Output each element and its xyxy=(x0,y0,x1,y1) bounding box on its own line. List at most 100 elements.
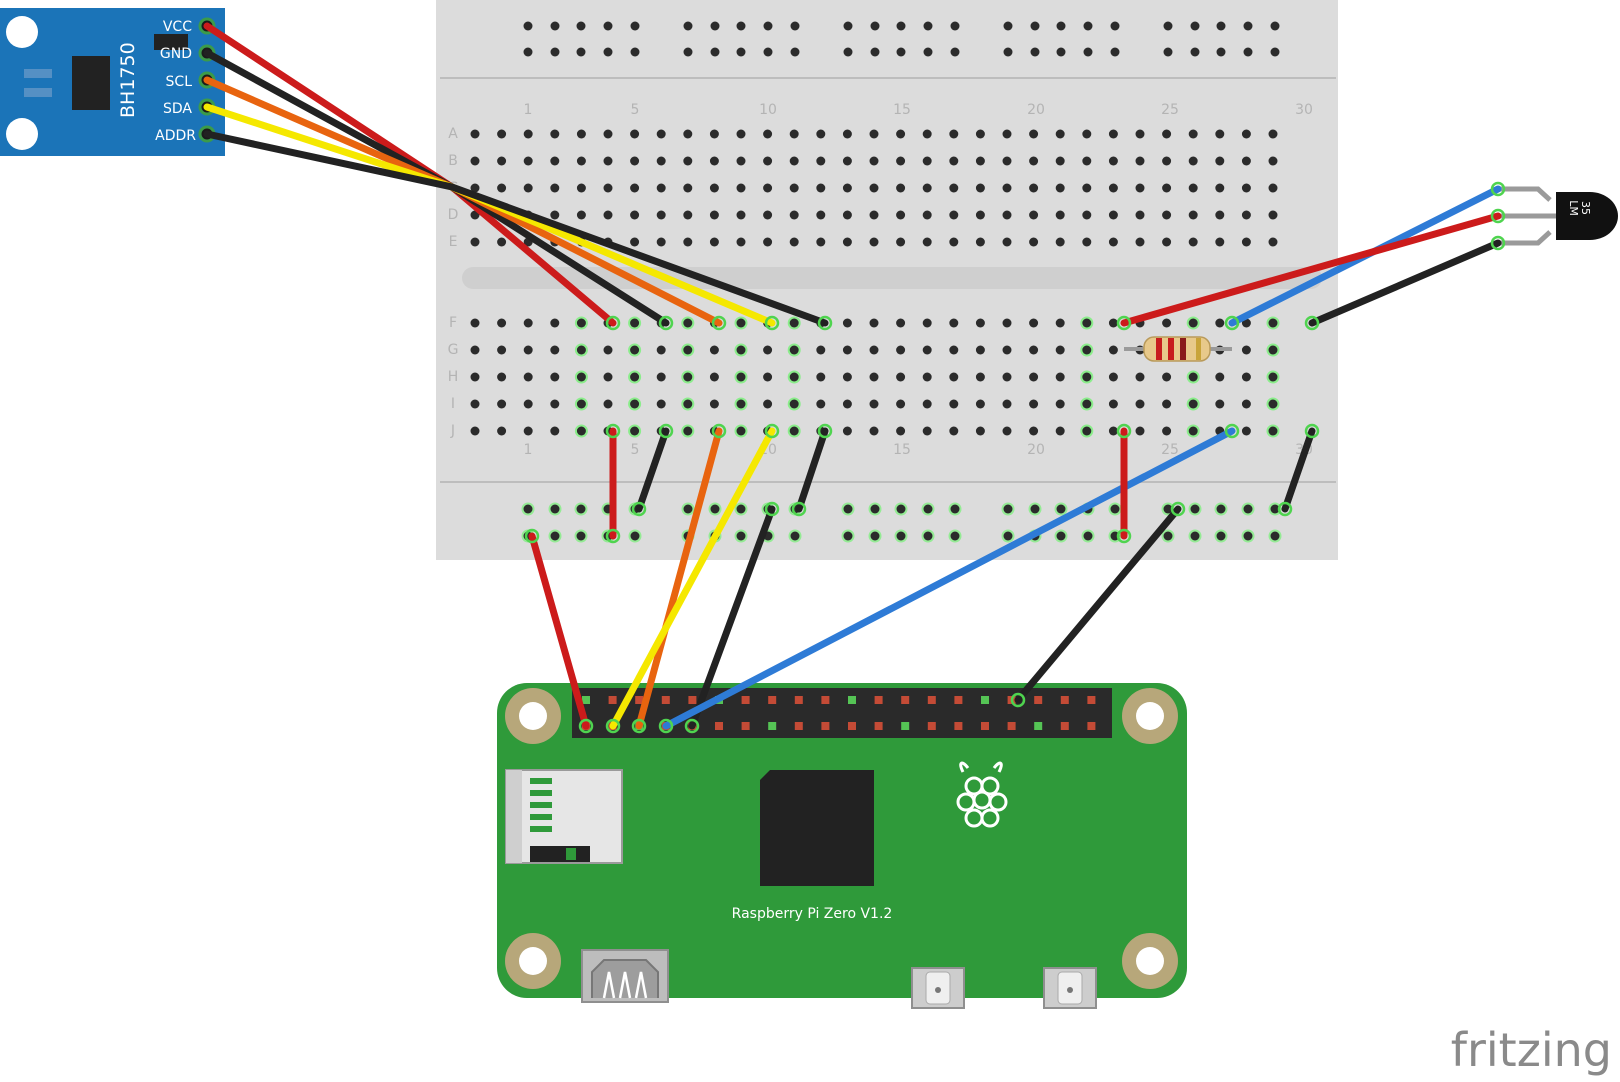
breadboard-hole xyxy=(1055,372,1065,382)
pin-label-sda: SDA xyxy=(163,101,192,117)
wire-end-marker xyxy=(1116,423,1132,439)
wire-lm35-gnd[interactable] xyxy=(1308,239,1502,327)
breadboard-hole xyxy=(1188,210,1198,220)
wire-addr[interactable] xyxy=(203,130,829,327)
wire-end-marker xyxy=(764,315,780,331)
breadboard-hole xyxy=(896,372,906,382)
breadboard-hole xyxy=(709,345,719,355)
rail-hole xyxy=(523,47,533,57)
mounting-hole xyxy=(6,16,38,48)
row-label: J xyxy=(450,423,455,439)
wire-pi-gnd-2[interactable] xyxy=(1014,505,1182,704)
breadboard-hole xyxy=(949,237,959,247)
bh1750-label: BH1750 xyxy=(117,42,139,118)
breadboard-hole xyxy=(1241,426,1251,436)
rail-hole xyxy=(630,531,640,541)
wire-end-marker xyxy=(1170,501,1186,517)
row-label: D xyxy=(448,207,459,223)
mounting-hole xyxy=(6,118,38,150)
rail-hole xyxy=(1270,21,1280,31)
rail-hole xyxy=(550,21,560,31)
breadboard-hole xyxy=(1241,399,1251,409)
breadboard-hole xyxy=(630,426,640,436)
breadboard-hole xyxy=(736,318,746,328)
breadboard-hole xyxy=(630,210,640,220)
breadboard-hole xyxy=(497,237,507,247)
breadboard-hole xyxy=(709,129,719,139)
rail-hole xyxy=(1083,531,1093,541)
breadboard-hole xyxy=(1029,183,1039,193)
rail-hole xyxy=(576,21,586,31)
rail-hole xyxy=(870,531,880,541)
breadboard-hole xyxy=(550,372,560,382)
breadboard-hole xyxy=(630,156,640,166)
gpio-pin xyxy=(794,696,803,704)
breadboard-hole xyxy=(603,372,613,382)
gpio-pin xyxy=(927,722,936,730)
breadboard-hole xyxy=(1215,156,1225,166)
wire-addr-rail[interactable] xyxy=(795,427,829,513)
breadboard-hole xyxy=(523,372,533,382)
resistor xyxy=(1124,336,1232,362)
breadboard-hole xyxy=(523,318,533,328)
breadboard: 1 5 10 15 20 25 30 1 5 10 15 20 25 30 A … xyxy=(436,0,1338,560)
breadboard-hole xyxy=(896,345,906,355)
breadboard-hole xyxy=(1268,318,1278,328)
breadboard-hole xyxy=(1002,345,1012,355)
breadboard-hole xyxy=(1002,237,1012,247)
breadboard-hole xyxy=(975,156,985,166)
gpio-pin xyxy=(954,722,963,730)
gpio-pin xyxy=(981,696,989,704)
rail-hole xyxy=(843,531,853,541)
breadboard-hole xyxy=(576,345,586,355)
breadboard-hole xyxy=(683,318,693,328)
breadboard-hole xyxy=(1215,183,1225,193)
gpio-pin xyxy=(1060,696,1069,704)
wire-gnd-rail[interactable] xyxy=(635,427,670,513)
breadboard-hole xyxy=(576,318,586,328)
breadboard-hole xyxy=(1082,345,1092,355)
rail-hole xyxy=(950,531,960,541)
wire-pi-sda[interactable] xyxy=(609,427,776,730)
rail-hole xyxy=(710,47,720,57)
wire-end-marker xyxy=(578,718,594,734)
breadboard-hole xyxy=(1215,372,1225,382)
rail-hole xyxy=(1056,21,1066,31)
breadboard-hole xyxy=(683,129,693,139)
gpio-pin xyxy=(848,696,856,704)
breadboard-hole xyxy=(550,399,560,409)
rail-hole xyxy=(1270,47,1280,57)
breadboard-hole xyxy=(1215,210,1225,220)
soc-chip xyxy=(760,770,874,886)
wire-pi-3v3[interactable] xyxy=(528,532,590,730)
rail-hole xyxy=(1110,504,1120,514)
breadboard-hole xyxy=(1135,426,1145,436)
wire-end-marker xyxy=(817,423,833,439)
rail-hole xyxy=(896,531,906,541)
rail-hole xyxy=(923,47,933,57)
rail-hole xyxy=(630,21,640,31)
wire-pi-gnd[interactable] xyxy=(688,505,776,730)
rail-hole xyxy=(1030,504,1040,514)
rail-hole xyxy=(523,504,533,514)
rail-hole xyxy=(1083,47,1093,57)
wire-end-marker xyxy=(1116,315,1132,331)
wire-end-marker xyxy=(1224,315,1240,331)
rail-hole xyxy=(736,47,746,57)
wire-pi-scl[interactable] xyxy=(635,427,723,730)
breadboard-hole xyxy=(922,372,932,382)
breadboard-hole xyxy=(1002,426,1012,436)
wire-end-marker xyxy=(658,423,674,439)
rail-hole xyxy=(630,47,640,57)
wire-lm35-vcc[interactable] xyxy=(1120,212,1502,327)
wire-pi-data[interactable] xyxy=(662,427,1236,730)
breadboard-hole xyxy=(683,399,693,409)
breadboard-hole xyxy=(1162,318,1172,328)
breadboard-hole xyxy=(736,372,746,382)
breadboard-hole xyxy=(630,345,640,355)
rail-hole xyxy=(923,504,933,514)
breadboard-hole xyxy=(656,372,666,382)
wire-lm35-gnd-rail[interactable] xyxy=(1281,427,1316,513)
breadboard-hole xyxy=(497,183,507,193)
breadboard-hole xyxy=(736,129,746,139)
